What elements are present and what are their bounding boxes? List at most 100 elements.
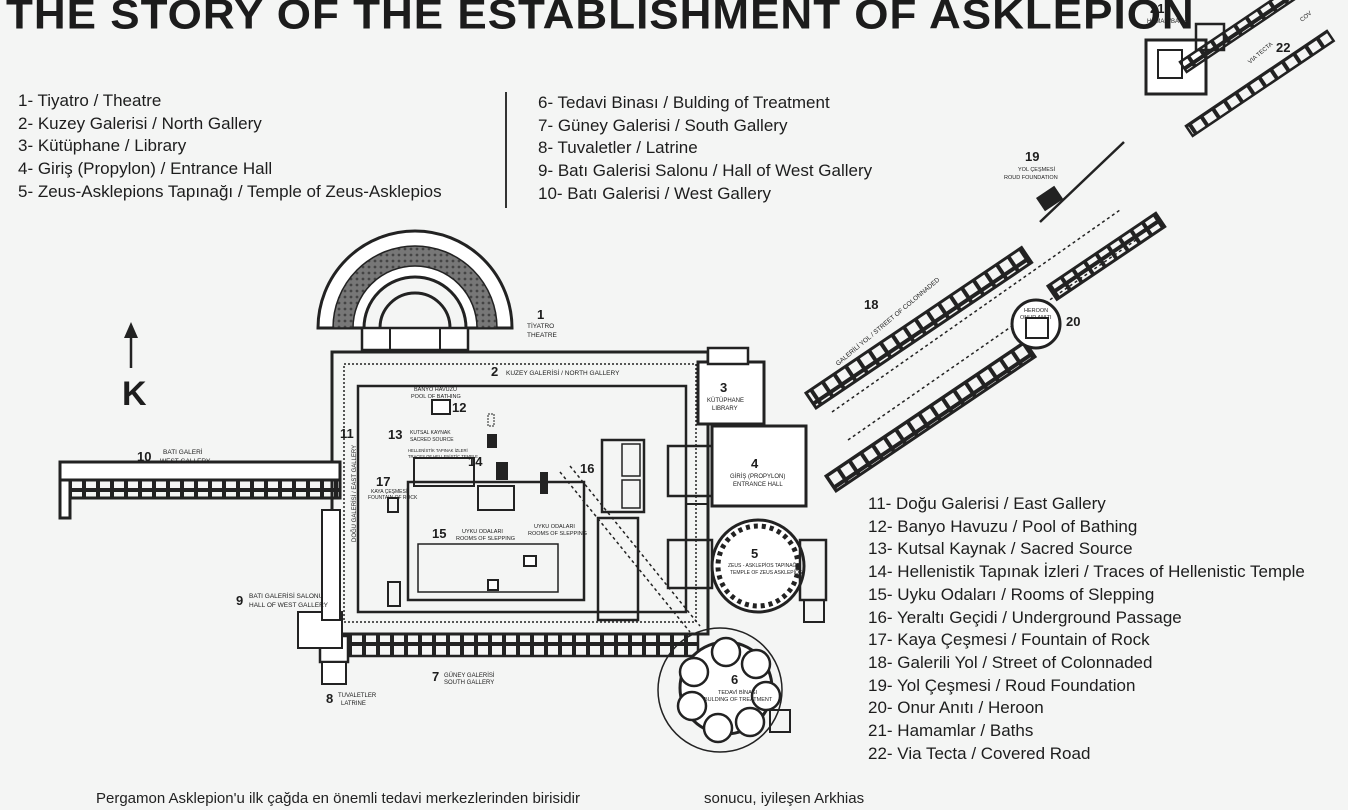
legend-column-1: 1- Tiyatro / Theatre 2- Kuzey Galerisi /… [18, 90, 442, 204]
map-label-bathing-pool: BANYO HAVUZU [414, 387, 457, 393]
legend-item: 19- Yol Çeşmesi / Roud Foundation [868, 675, 1136, 695]
legend-item: 6- Tedavi Binası / Bulding of Treatment [538, 93, 830, 112]
map-number-1: 1 [537, 307, 544, 322]
legend-item: 22- Via Tecta / Covered Road [868, 743, 1091, 763]
legend-item: 13- Kutsal Kaynak / Sacred Source [868, 539, 1133, 559]
legend-divider [505, 92, 507, 208]
west-gallery-colonnade [66, 478, 342, 500]
footer-text-right: sonucu, iyileşen Arkhias [704, 790, 865, 807]
legend-item: 20- Onur Anıtı / Heroon [868, 698, 1044, 718]
legend-item: 5- Zeus-Asklepions Tapınağı / Temple of … [18, 181, 442, 201]
map-number-7: 7 [432, 669, 439, 684]
map-number-17: 17 [376, 474, 390, 489]
map-label-sleep-rooms-en: ROOMS OF SLEPPING [456, 536, 515, 542]
legend-item: 18- Galerili Yol / Street of Colonnaded [868, 652, 1153, 672]
board-title: THE STORY OF THE ESTABLISHMENT OF ASKLEP… [6, 0, 1195, 38]
map-label-west-hall-en: HALL OF WEST GALLERY [249, 602, 329, 609]
map-label-library-en: LIBRARY [712, 406, 738, 412]
map-number-13: 13 [388, 427, 402, 442]
temple-of-zeus-asklepios [710, 518, 828, 623]
legend-item: 12- Banyo Havuzu / Pool of Bathing [868, 516, 1138, 536]
colonnaded-street [803, 141, 1167, 494]
map-label-west-gallery-en: WEST GALLERY [160, 458, 211, 465]
map-number-18: 18 [864, 297, 878, 312]
propylon-stair [685, 503, 709, 541]
north-letter: K [122, 375, 147, 413]
legend-item: 7- Güney Galerisi / South Gallery [538, 115, 788, 135]
map-number-19: 19 [1025, 149, 1039, 164]
map-number-6: 6 [731, 672, 738, 687]
map-label-road-fountain: YOL ÇEŞMESİ [1018, 166, 1056, 173]
library-annex [706, 346, 750, 366]
legend-item: 2- Kuzey Galerisi / North Gallery [18, 113, 262, 133]
west-gallery-end [58, 478, 72, 520]
map-label-theatre-en: THEATRE [527, 332, 558, 339]
map-label-temple-en: TEMPLE OF ZEUS ASKLEPİOS [730, 569, 803, 576]
map-label-via-tecta: VIA TECTA [1247, 42, 1274, 66]
map-number-9: 9 [236, 593, 243, 608]
map-number-21: 21 [1150, 1, 1164, 16]
baths-and-via-tecta [1144, 0, 1336, 138]
legend-item: 4- Giriş (Propylon) / Entrance Hall [18, 159, 273, 179]
map-label-sleep-rooms-2-en: ROOMS OF SLEPPING [528, 531, 587, 537]
legend-column-3: 11- Doğu Galerisi / East Gallery 12- Ban… [868, 493, 1305, 765]
map-label-east-gallery: DOĞU GALERİSİ / EAST GALLERY [351, 445, 358, 542]
map-label-latrine: TUVALETLER [338, 693, 377, 699]
map-label-bathing-pool-en: POOL OF BATHING [411, 394, 461, 400]
map-number-15: 15 [432, 526, 446, 541]
legend-item: 14- Hellenistik Tapınak İzleri / Traces … [868, 562, 1305, 582]
map-number-8: 8 [326, 691, 333, 706]
map-label-sleep-rooms-2: UYKU ODALARI [534, 524, 575, 530]
temple-forecourt [666, 538, 714, 590]
propylon-court [666, 444, 714, 498]
legend-item: 15- Uyku Odaları / Rooms of Slepping [868, 584, 1155, 604]
map-label-west-hall: BATI GALERİSİ SALONU [249, 591, 324, 600]
map-label-sacred-source: KUTSAL KAYNAK [410, 430, 451, 436]
map-number-11: 11 [340, 426, 354, 441]
map-label-hellenistic-temple-en: TRACES OF HELLENİSTİC TEMPLE [408, 454, 478, 459]
map-number-3: 3 [720, 380, 727, 395]
north-arrow-icon [124, 322, 138, 368]
legend-item: 9- Batı Galerisi Salonu / Hall of West G… [538, 161, 873, 181]
map-label-library: KÜTÜPHANE [707, 397, 744, 404]
map-label-rock-fountain-en: FOUNTAIN OF ROCK [368, 495, 418, 501]
map-number-2: 2 [491, 364, 498, 379]
legend-item: 10- Batı Galerisi / West Gallery [538, 183, 772, 203]
map-label-road-fountain-en: ROUD FOUNDATION [1004, 175, 1058, 181]
map-label-propylon: GİRİŞ (PROPYLON) [730, 473, 785, 480]
map-label-heroon: HEROON [1024, 308, 1048, 314]
legend-item: 21- Hamamlar / Baths [868, 721, 1034, 741]
map-label-hellenistic-temple: HELLENİSTİK TAPINAK İZLERİ [408, 448, 468, 453]
map-label-north-gallery: KUZEY GALERİSİ / NORTH GALLERY [506, 368, 620, 377]
map-label-temple: ZEUS - ASKLEPİOS TAPINAĞI [728, 562, 798, 569]
map-label-south-gallery-en: SOUTH GALLERY [444, 680, 494, 686]
map-number-5: 5 [751, 546, 758, 561]
courtyard-complex [297, 350, 710, 685]
map-number-22: 22 [1276, 40, 1290, 55]
legend-item: 17- Kaya Çeşmesi / Fountain of Rock [868, 630, 1150, 650]
map-label-propylon-en: ENTRANCE HALL [733, 482, 783, 488]
map-label-west-gallery: BATI GALERİ [163, 447, 203, 456]
map-label-rock-fountain: KAYA ÇEŞMESİ [371, 488, 407, 495]
map-number-14: 14 [468, 454, 483, 469]
legend-item: 1- Tiyatro / Theatre [18, 91, 162, 110]
legend-item: 3- Kütüphane / Library [18, 136, 187, 156]
map-label-latrine-en: LATRINE [341, 701, 366, 707]
map-number-20: 20 [1066, 314, 1080, 329]
map-label-sacred-source-en: SACRED SOURCE [410, 437, 454, 443]
map-number-12: 12 [452, 400, 466, 415]
map-label-heroon-tr: ONUR ANITI [1020, 315, 1052, 321]
map-label-treatment-en: BULDING OF TREATMENT [704, 697, 773, 703]
map-label-south-gallery: GÜNEY GALERİSİ [444, 672, 495, 679]
map-number-4: 4 [751, 456, 759, 471]
propylon-building [710, 424, 808, 508]
theatre-structure [316, 229, 514, 352]
map-label-baths: HAMAM/BATH [1147, 19, 1187, 25]
map-label-sleep-rooms: UYKU ODALARI [462, 529, 503, 535]
legend-column-2: 6- Tedavi Binası / Bulding of Treatment … [538, 92, 872, 206]
treatment-building [657, 627, 791, 753]
map-label-treatment: TEDAVİ BİNASI [718, 689, 757, 696]
library-building [696, 360, 766, 426]
